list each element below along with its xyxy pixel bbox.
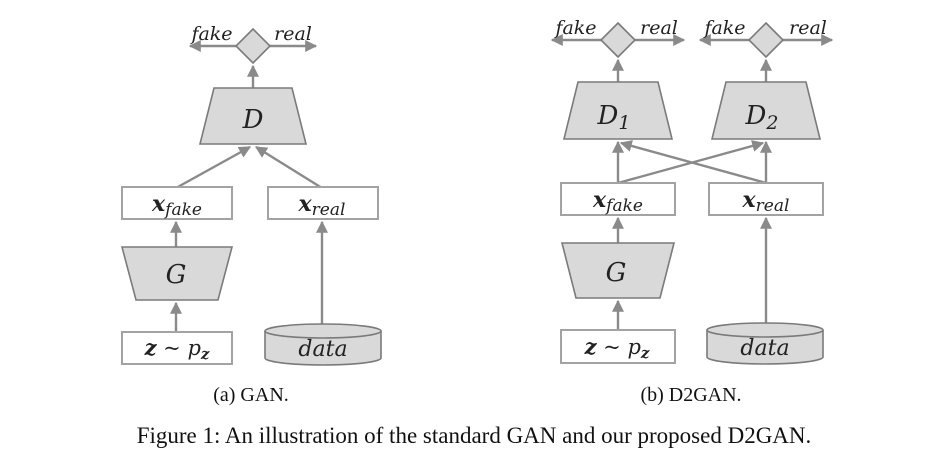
- discriminator-2-label: D2: [745, 101, 779, 134]
- d2-output-fake-label: fake: [702, 17, 745, 39]
- discriminator-1-label: D1: [597, 101, 631, 134]
- caption-b: (b) D2GAN.: [640, 384, 741, 406]
- arrow-xreal-to-d1: [619, 140, 767, 185]
- discriminator-2-shape: [710, 81, 822, 140]
- caption-a: (a) GAN.: [213, 384, 289, 406]
- b-data-label: data: [740, 336, 789, 361]
- discriminator-1-shape: [562, 81, 674, 140]
- x-real-box: [267, 186, 379, 220]
- d1-output-fake-label: fake: [553, 17, 596, 39]
- b-generator-shape: [560, 242, 676, 299]
- arrow-xreal-to-d: [254, 145, 323, 190]
- panel-a-gan: fake real D xfake xreal G z ~ pz data (a…: [120, 23, 382, 406]
- data-label: data: [298, 337, 347, 362]
- arrow-xfake-to-d: [175, 145, 252, 190]
- x-fake-box: [121, 186, 233, 220]
- generator-label: G: [166, 260, 187, 290]
- b-x-fake-box: [560, 182, 676, 216]
- b-x-real-label: xreal: [742, 187, 790, 216]
- d1-decision-diamond: [599, 21, 637, 59]
- discriminator-shape: [198, 87, 308, 145]
- generator-shape: [120, 246, 234, 301]
- b-noise-box: [560, 329, 676, 364]
- x-fake-label: xfake: [151, 191, 202, 220]
- d2-output-real-label: real: [789, 17, 827, 39]
- b-x-real-box: [708, 182, 824, 216]
- data-cylinder: [264, 323, 382, 366]
- b-x-fake-label: xfake: [592, 187, 643, 216]
- b-noise-label: z ~ pz: [584, 334, 650, 362]
- b-data-cylinder: [706, 322, 824, 365]
- b-generator-label: G: [606, 258, 627, 288]
- output-real-label: real: [274, 23, 312, 45]
- noise-label: z ~ pz: [144, 335, 210, 363]
- d2-decision-diamond: [747, 21, 785, 59]
- output-fake-label: fake: [189, 23, 232, 45]
- x-real-label: xreal: [298, 191, 346, 220]
- decision-diamond: [234, 27, 272, 65]
- figure-caption: Figure 1: An illustration of the standar…: [137, 423, 812, 448]
- noise-box: [121, 331, 233, 365]
- d1-output-real-label: real: [640, 17, 678, 39]
- discriminator-label: D: [242, 105, 264, 135]
- panel-b-d2gan: fake real fake real D1 D2 xfake xreal G: [550, 17, 834, 406]
